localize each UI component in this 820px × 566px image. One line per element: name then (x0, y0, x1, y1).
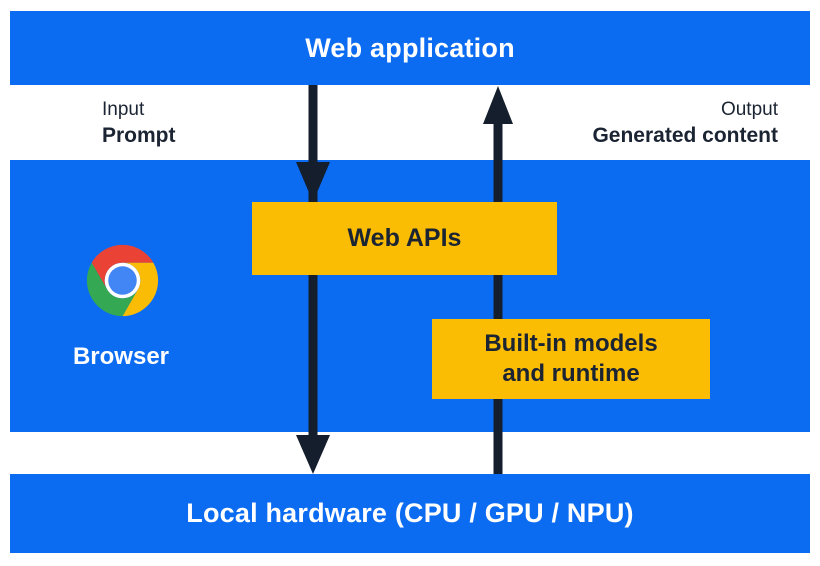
built-in-models-box: Built-in models and runtime (432, 319, 710, 399)
chrome-logo-icon (86, 244, 159, 317)
prompt-label: Prompt (102, 124, 176, 147)
built-in-models-label-line2: and runtime (502, 360, 640, 387)
web-application-label: Web application (305, 32, 515, 63)
down-arrowhead-into-hardware-icon (296, 435, 330, 474)
chrome-logo-yellow-segment (122, 262, 159, 317)
up-arrowhead-into-web-application-icon (483, 86, 513, 124)
output-label: Output (720, 99, 778, 120)
input-flow-label: Input Prompt (102, 98, 176, 150)
web-apis-label: Web APIs (347, 224, 462, 252)
down-arrowhead-into-web-apis-icon (296, 162, 330, 202)
web-apis-box: Web APIs (252, 202, 557, 275)
up-arrow-shaft (493, 110, 503, 474)
built-in-models-label-line1: Built-in models (484, 330, 658, 357)
local-hardware-label: Local hardware (CPU / GPU / NPU) (186, 498, 634, 528)
input-label: Input (102, 99, 145, 120)
chrome-logo-red-segment (91, 244, 154, 290)
output-flow-label: Output Generated content (592, 98, 778, 150)
generated-content-label: Generated content (592, 124, 778, 147)
local-hardware-bar: Local hardware (CPU / GPU / NPU) (10, 474, 810, 553)
browser-label: Browser (72, 343, 170, 370)
chrome-logo-blue-center (108, 266, 137, 295)
web-application-bar: Web application (10, 11, 810, 85)
chrome-logo-green-segment (86, 262, 138, 317)
